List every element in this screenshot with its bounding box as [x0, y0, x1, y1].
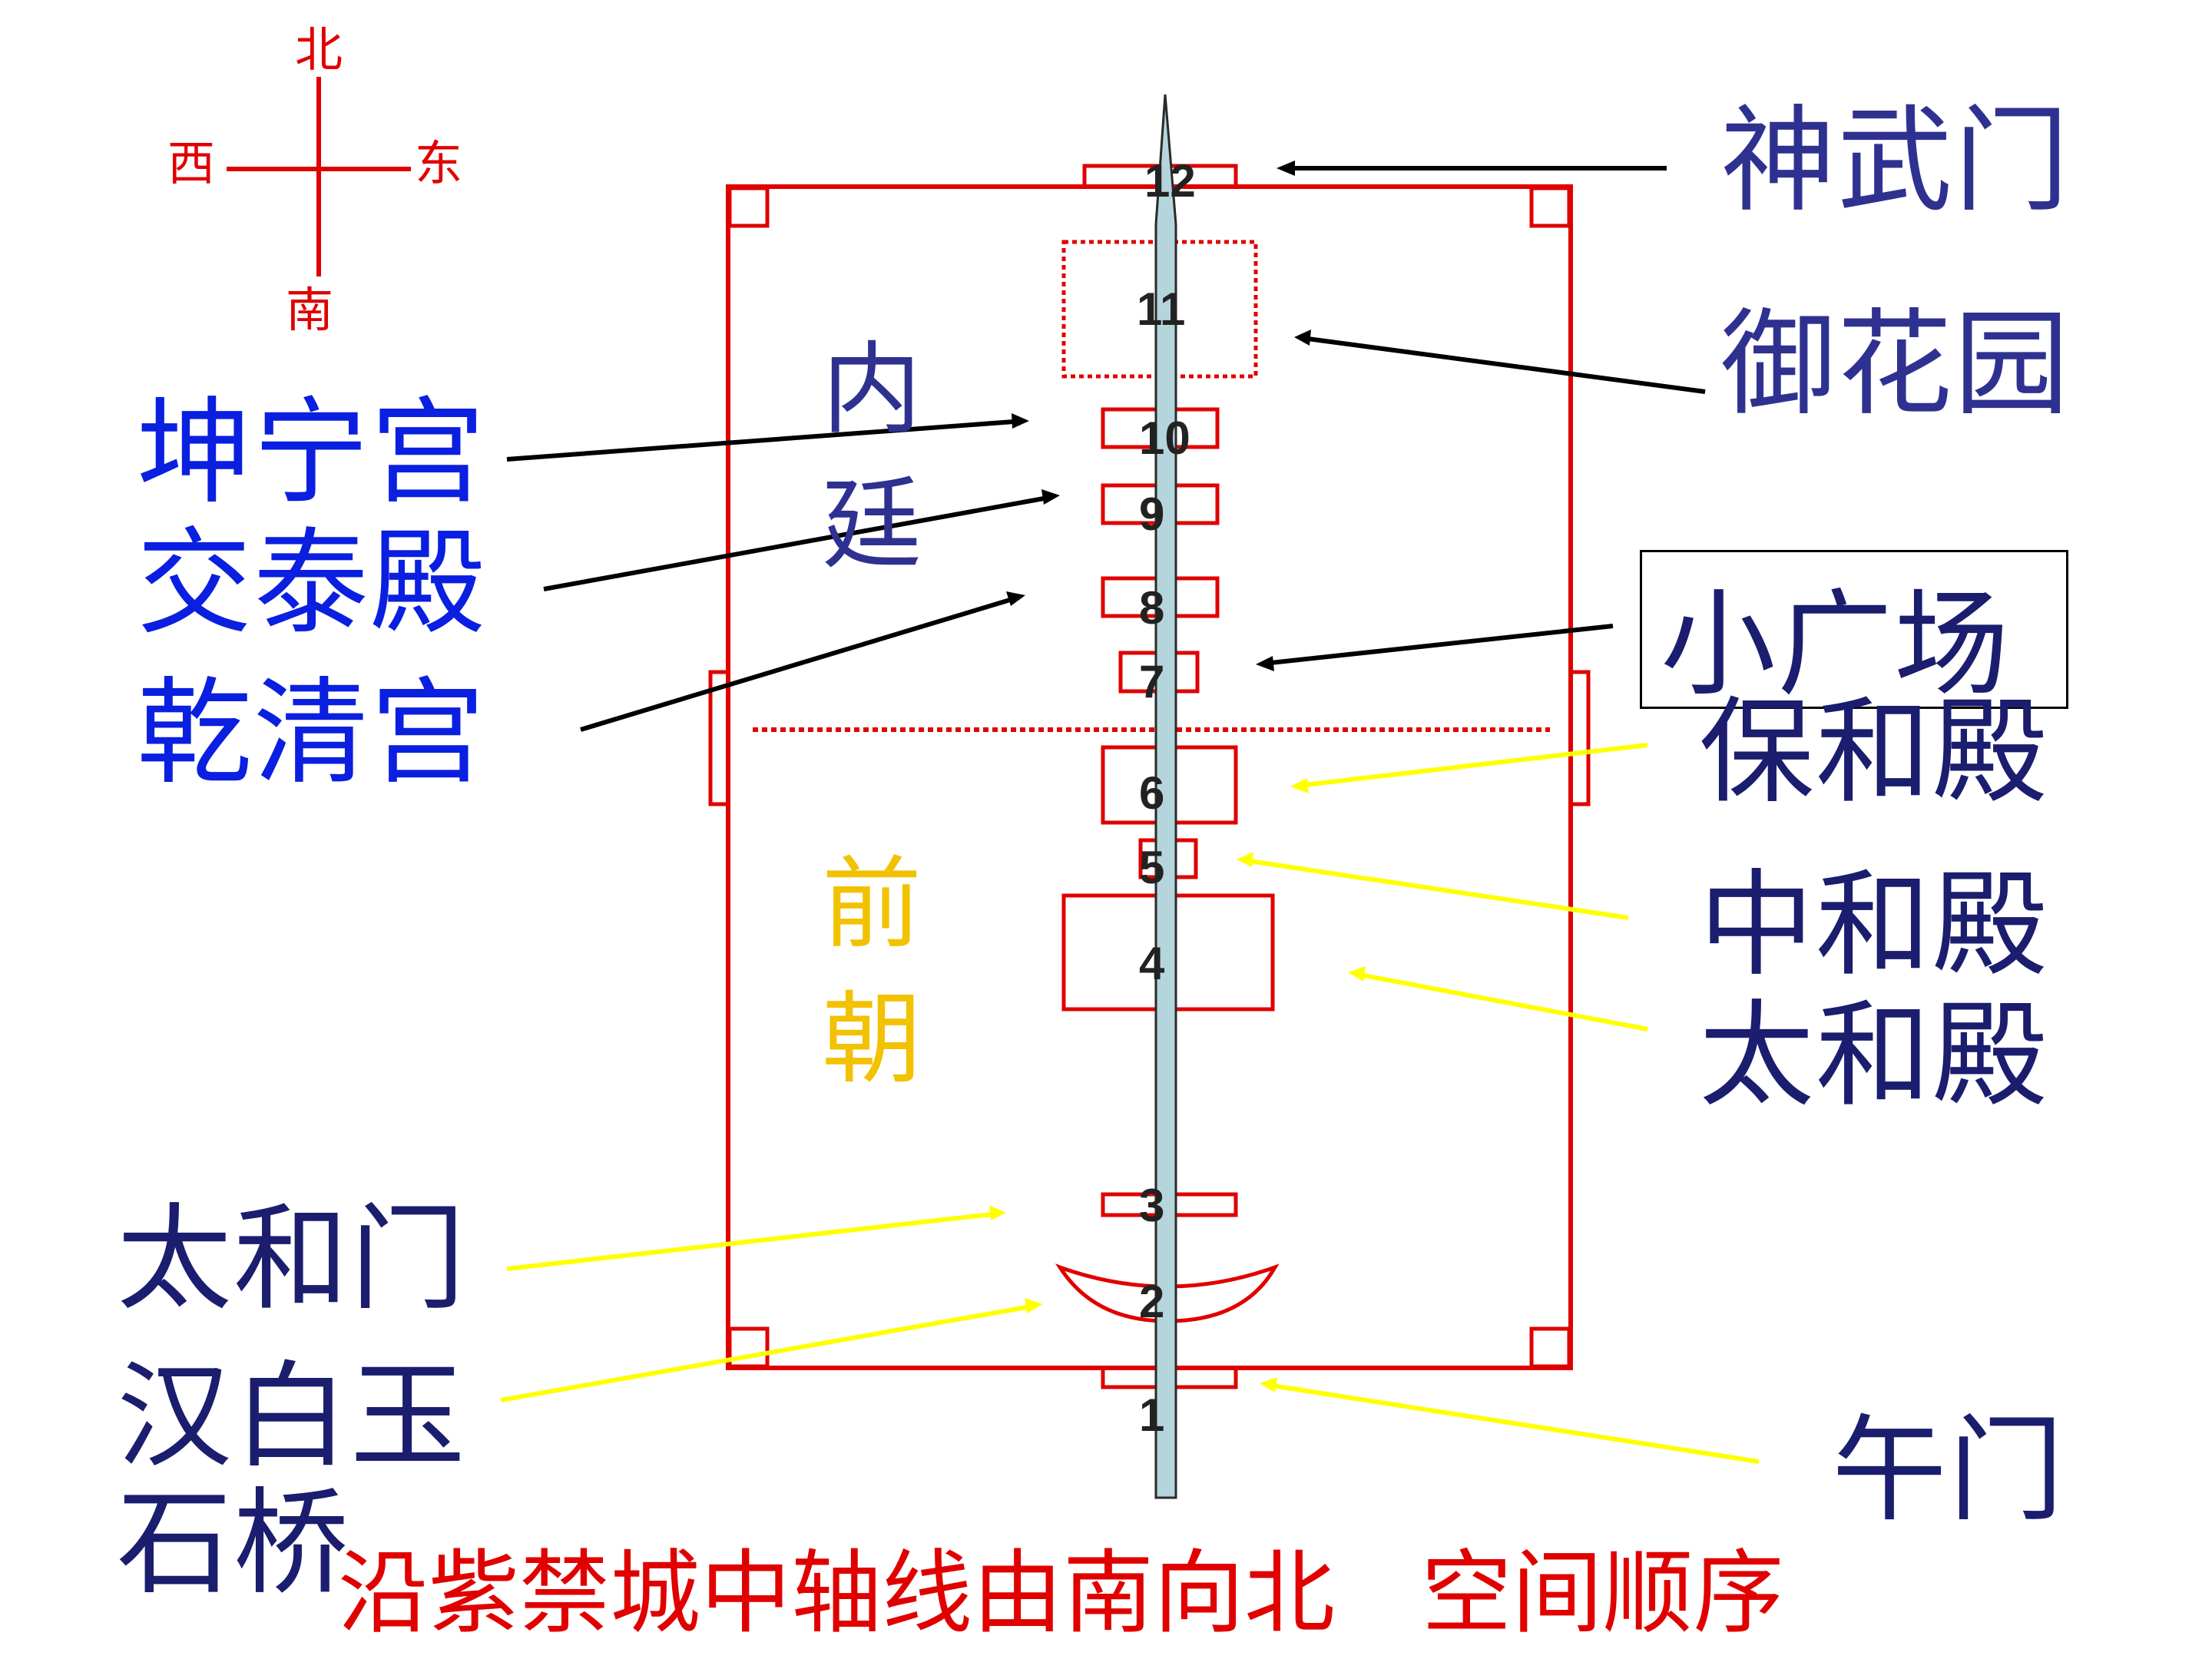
pointer-zhonghedian — [1243, 858, 1629, 920]
corner-tower-nw — [727, 186, 770, 228]
label-bridge-line1: 汉白玉 — [117, 1350, 468, 1484]
pointer-baohedian — [1297, 743, 1648, 788]
building-number: 11 — [1137, 283, 1186, 335]
compass-north: 北 — [295, 22, 343, 78]
building-number: 6 — [1139, 767, 1165, 819]
central-axis-arrow — [1154, 94, 1177, 1499]
building-number: 10 — [1139, 412, 1190, 464]
label-baohedian: 保和殿 — [1699, 686, 2050, 820]
pointer-small-square — [1263, 624, 1614, 666]
pointer-taihedian — [1355, 972, 1648, 1031]
label-taihemen: 太和门 — [117, 1193, 468, 1326]
building-number: 4 — [1139, 938, 1165, 989]
pointer-small-square-head — [1256, 656, 1274, 671]
corner-tower-ne — [1529, 186, 1571, 228]
label-wumen: 午门 — [1832, 1404, 2066, 1538]
label-kunninggong: 坤宁宫 — [137, 386, 488, 520]
building-number: 12 — [1144, 155, 1196, 207]
building-number: 2 — [1139, 1276, 1165, 1327]
building-number: 1 — [1139, 1389, 1165, 1441]
building-number: 3 — [1139, 1180, 1165, 1231]
label-shenwumen: 神武门 — [1720, 94, 2071, 228]
pointer-shenwumen-head — [1277, 161, 1295, 176]
pointer-wumen — [1267, 1382, 1760, 1464]
pointer-kunninggong-head — [1012, 413, 1029, 429]
pointer-taihemen — [506, 1211, 999, 1271]
pointer-qianqinggong-head — [1006, 591, 1025, 606]
pointer-bridge — [500, 1303, 1036, 1402]
building-2-bridge — [1055, 1263, 1280, 1323]
compass-west: 西 — [167, 135, 216, 191]
label-jiaotaidian: 交泰殿 — [137, 517, 488, 651]
pointer-zhonghedian-head — [1237, 852, 1253, 867]
pointer-taihemen-head — [989, 1205, 1006, 1220]
east-gate — [1568, 670, 1591, 806]
corner-tower-se — [1529, 1326, 1571, 1369]
building-number: 8 — [1139, 582, 1165, 634]
corner-tower-sw — [727, 1326, 770, 1369]
building-number: 7 — [1139, 656, 1165, 707]
label-small-square: 小广场 — [1661, 578, 2012, 712]
pointer-baohedian-head — [1290, 778, 1309, 793]
diagram-caption: 沿紫禁城中轴线由南向北 空间顺序 — [338, 1540, 1784, 1646]
pointer-bridge-head — [1025, 1298, 1043, 1313]
pointer-taihedian-head — [1348, 966, 1366, 982]
zone-inner-court: 内廷 — [821, 331, 922, 583]
compass-east: 东 — [415, 135, 463, 191]
label-yuhuayuan: 御花园 — [1720, 298, 2071, 432]
small-square-label-box — [1640, 550, 2068, 709]
pointer-kunninggong — [506, 419, 1025, 462]
label-bridge-line2: 石桥 — [117, 1477, 351, 1611]
building-number: 9 — [1139, 488, 1165, 540]
pointer-wumen-head — [1260, 1377, 1277, 1392]
pointer-jiaotaidian-head — [1041, 489, 1060, 505]
pointer-yuhuayuan-head — [1294, 329, 1311, 346]
compass-south: 南 — [286, 282, 334, 338]
pointer-yuhuayuan — [1301, 336, 1706, 394]
label-qianqinggong: 乾清宫 — [137, 667, 488, 800]
west-gate — [708, 670, 730, 806]
building-number: 5 — [1139, 842, 1165, 893]
label-taihedian: 太和殿 — [1699, 989, 2050, 1123]
pointer-jiaotaidian — [543, 495, 1053, 591]
label-zhonghedian: 中和殿 — [1699, 859, 2050, 992]
zone-outer-court: 前朝 — [821, 846, 922, 1098]
pointer-qianqinggong — [580, 595, 1018, 732]
